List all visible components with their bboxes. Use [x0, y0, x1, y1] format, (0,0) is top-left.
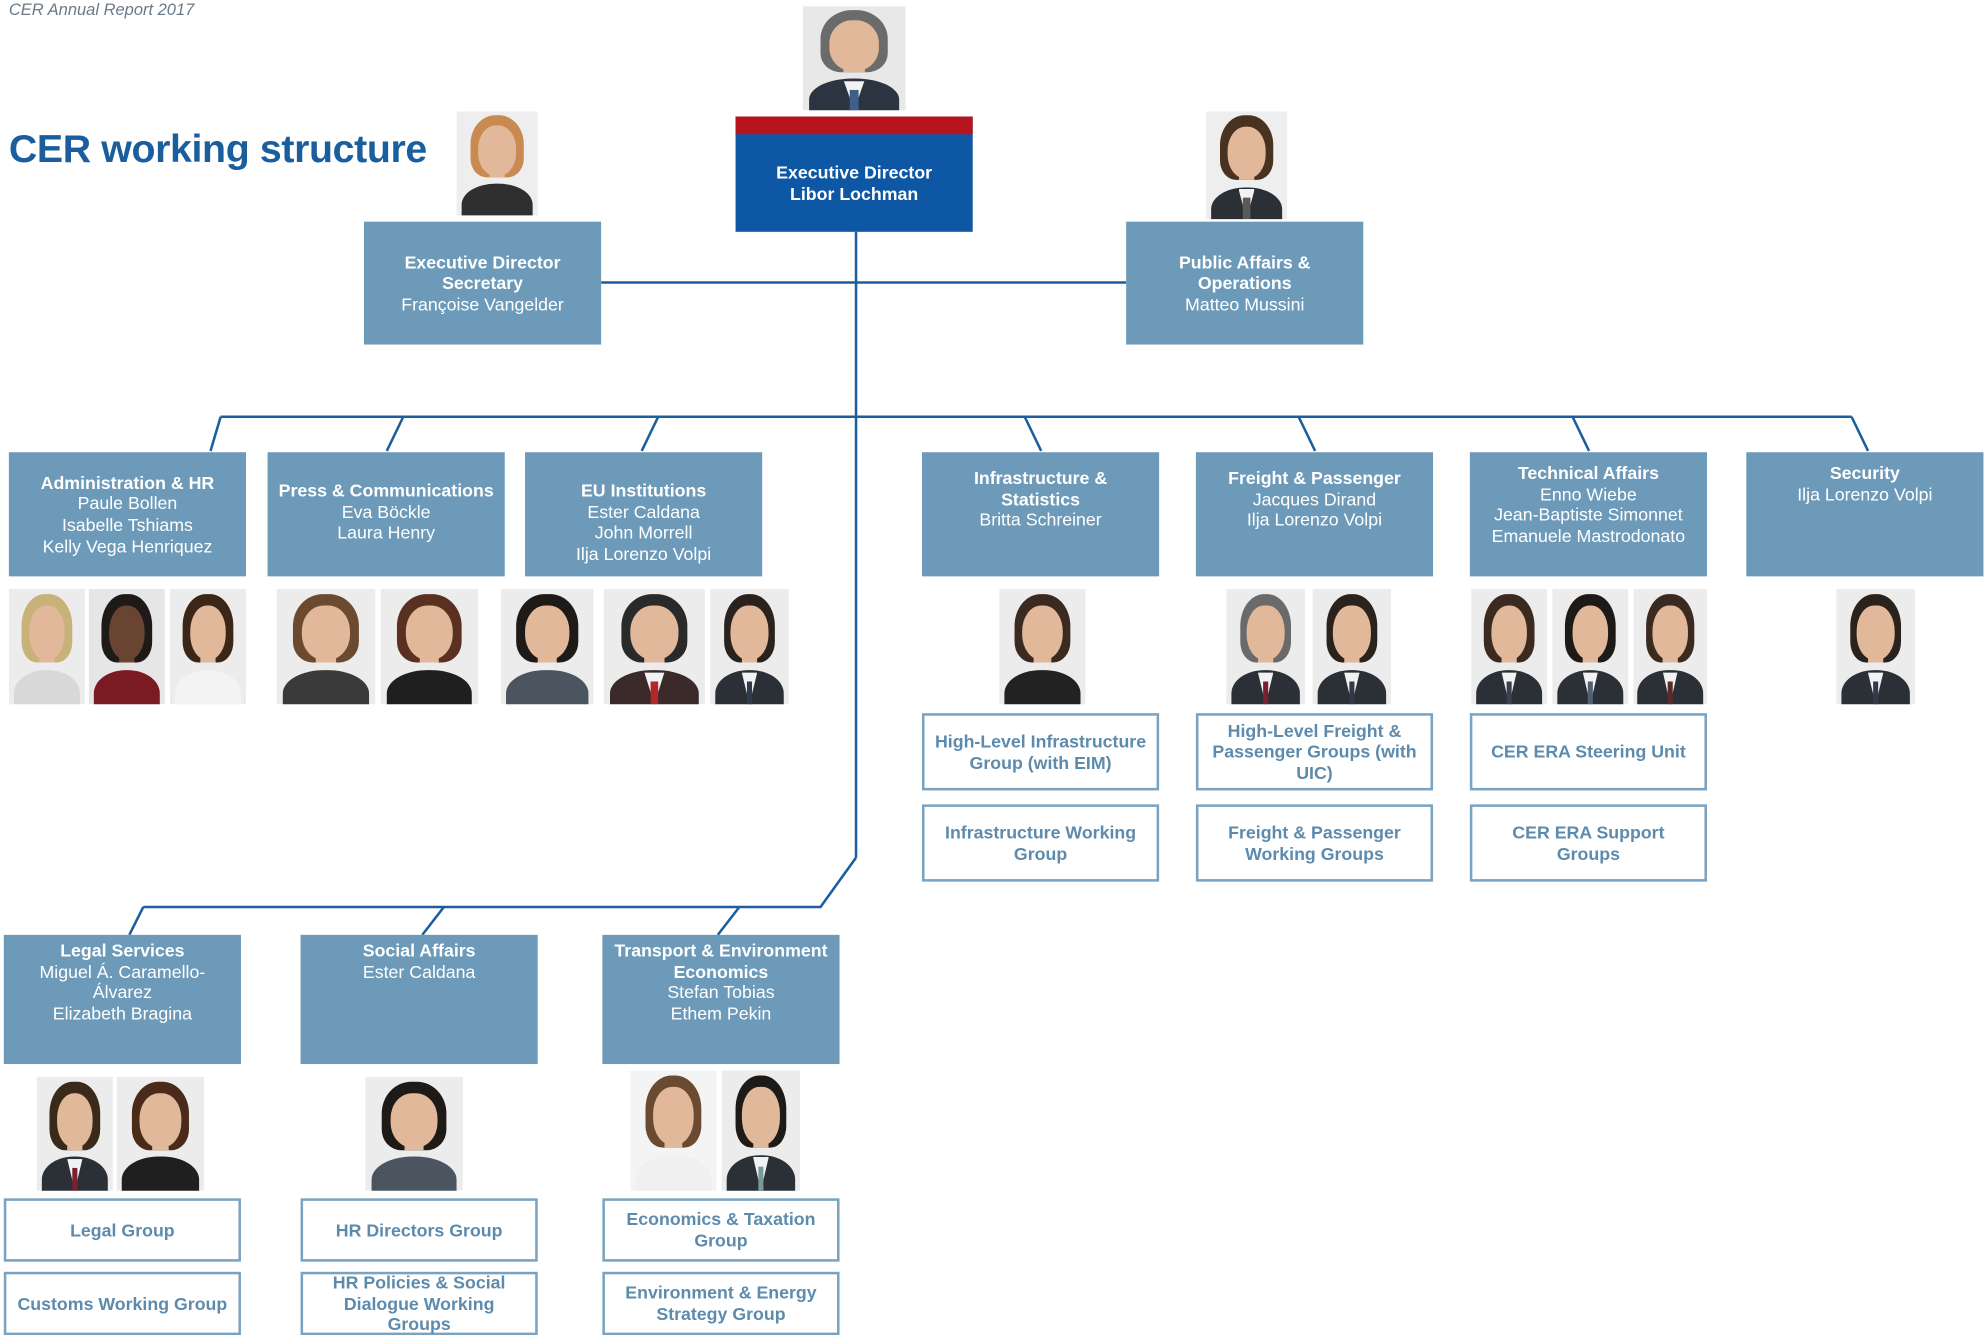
connector-transport — [716, 906, 741, 936]
group-legal: Legal Group — [3, 1198, 241, 1262]
portrait-photo-tech-1 — [1471, 589, 1548, 705]
unit-name: Eva Böckle — [341, 501, 431, 522]
unit-name: Paule Bollen — [77, 493, 178, 514]
group-fp-working: Freight & Passenger Working Groups — [1195, 804, 1434, 882]
box-name: Libor Lochman — [790, 183, 919, 204]
unit-title: Infrastructure & Statistics — [973, 467, 1108, 509]
box-name: Matteo Mussini — [1185, 293, 1305, 314]
portrait-photo-te-1 — [630, 1070, 717, 1191]
unit-name: Ester Caldana — [362, 960, 476, 982]
group-environment-energy: Environment & Energy Strategy Group — [602, 1271, 840, 1335]
unit-title: Security — [1829, 462, 1900, 483]
group-era-steering: CER ERA Steering Unit — [1469, 713, 1707, 791]
unit-technical-affairs: Technical Affairs Enno Wiebe Jean-Baptis… — [1469, 452, 1707, 577]
group-hr-policies: HR Policies & Social Dialogue Working Gr… — [300, 1271, 538, 1335]
unit-infrastructure: Infrastructure & Statistics Britta Schre… — [921, 452, 1160, 577]
connector-security — [1850, 416, 1870, 452]
unit-name: Ilja Lorenzo Volpi — [575, 543, 712, 564]
unit-title: Administration & HR — [40, 472, 215, 493]
portrait-photo-legal-1 — [36, 1076, 113, 1191]
unit-name: Jean-Baptiste Simonnet — [1494, 504, 1683, 525]
unit-legal-services: Legal Services Miguel Á. Caramello-Álvar… — [3, 934, 241, 1065]
unit-eu-institutions: EU Institutions Ester Caldana John Morre… — [525, 452, 763, 577]
portrait-photo-social-1 — [365, 1076, 463, 1191]
portrait-photo-security-1 — [1836, 589, 1915, 705]
connector-eu — [640, 416, 660, 452]
portrait-photo-eu-3 — [710, 589, 789, 705]
box-title: Public Affairs & Operations — [1178, 251, 1311, 293]
portrait-photo-eu-1 — [500, 589, 594, 705]
portrait-photo-fp-2 — [1312, 589, 1392, 705]
executive-director-box: Executive Director Libor Lochman — [735, 116, 973, 232]
unit-name: Ilja Lorenzo Volpi — [1246, 509, 1383, 530]
portrait-photo-fp-1 — [1226, 589, 1305, 705]
connector-press — [385, 416, 405, 452]
group-customs-working: Customs Working Group — [3, 1271, 241, 1335]
portrait-photo-director — [802, 6, 906, 111]
portrait-photo-admin-1 — [8, 589, 85, 705]
unit-title: Transport & Environment Economics — [614, 939, 828, 982]
connector-admin — [209, 416, 222, 452]
unit-name: Miguel Á. Caramello-Álvarez — [39, 960, 206, 1003]
unit-name: Emanuele Mastrodonato — [1491, 525, 1686, 546]
unit-name: Stefan Tobias — [667, 981, 775, 1003]
unit-admin-hr: Administration & HR Paule Bollen Isabell… — [8, 452, 247, 577]
secretary-box: Executive Director Secretary Françoise V… — [363, 221, 602, 345]
unit-press: Press & Communications Eva Böckle Laura … — [267, 452, 505, 577]
report-label: CER Annual Report 2017 — [8, 0, 195, 20]
portrait-photo-public-affairs — [1206, 111, 1288, 220]
portrait-photo-tech-3 — [1633, 589, 1707, 705]
box-name: Françoise Vangelder — [401, 293, 564, 314]
unit-title: EU Institutions — [580, 480, 707, 501]
connector-social — [421, 906, 445, 936]
connector-fp — [1297, 416, 1317, 452]
connector-legal — [128, 906, 145, 936]
unit-freight-passenger: Freight & Passenger Jacques Dirand Ilja … — [1195, 452, 1434, 577]
portrait-photo-press-1 — [276, 589, 376, 705]
unit-name: Ester Caldana — [587, 501, 700, 522]
unit-name: Britta Schreiner — [979, 509, 1102, 530]
group-infra-high-level: High-Level Infrastructure Group (with EI… — [921, 713, 1160, 791]
public-affairs-box: Public Affairs & Operations Matteo Mussi… — [1126, 221, 1364, 345]
unit-security: Security Ilja Lorenzo Volpi — [1746, 452, 1984, 577]
box-title: Executive Director — [776, 162, 933, 183]
portrait-photo-admin-2 — [88, 589, 165, 705]
portrait-photo-press-2 — [380, 589, 479, 705]
unit-name: John Morrell — [594, 522, 693, 543]
portrait-photo-tech-2 — [1552, 589, 1629, 705]
connector-tech — [1571, 416, 1591, 452]
group-infra-working: Infrastructure Working Group — [921, 804, 1160, 882]
unit-name: Isabelle Tshiams — [61, 514, 193, 535]
portrait-photo-te-2 — [721, 1070, 801, 1191]
group-economics-taxation: Economics & Taxation Group — [602, 1198, 840, 1262]
connector-row2-bus — [143, 856, 858, 909]
unit-title: Press & Communications — [278, 480, 494, 501]
group-fp-high-level: High-Level Freight & Passenger Groups (w… — [1195, 713, 1434, 791]
portrait-photo-eu-2 — [603, 589, 706, 705]
portrait-photo-legal-2 — [116, 1076, 205, 1191]
portrait-photo-infra-1 — [999, 589, 1086, 705]
portrait-photo-secretary — [456, 111, 538, 216]
unit-name: Ethem Pekin — [670, 1002, 772, 1024]
unit-social-affairs: Social Affairs Ester Caldana — [300, 934, 538, 1065]
group-hr-directors: HR Directors Group — [300, 1198, 538, 1262]
unit-title: Freight & Passenger — [1228, 467, 1401, 488]
unit-name: Elizabeth Bragina — [52, 1002, 192, 1024]
unit-name: Jacques Dirand — [1252, 488, 1377, 509]
unit-title: Social Affairs — [362, 939, 476, 961]
unit-title: Technical Affairs — [1517, 462, 1659, 483]
portrait-photo-admin-3 — [169, 589, 247, 705]
connector-infra — [1023, 416, 1043, 452]
unit-name: Kelly Vega Henriquez — [42, 535, 213, 556]
page-title: CER working structure — [8, 126, 427, 172]
unit-name: Enno Wiebe — [1540, 483, 1637, 504]
box-title: Executive Director Secretary — [404, 251, 561, 293]
group-era-support: CER ERA Support Groups — [1469, 804, 1707, 882]
unit-name: Ilja Lorenzo Volpi — [1797, 483, 1933, 504]
unit-title: Legal Services — [60, 939, 185, 961]
unit-transport-environment: Transport & Environment Economics Stefan… — [602, 934, 840, 1065]
unit-name: Laura Henry — [337, 522, 436, 543]
